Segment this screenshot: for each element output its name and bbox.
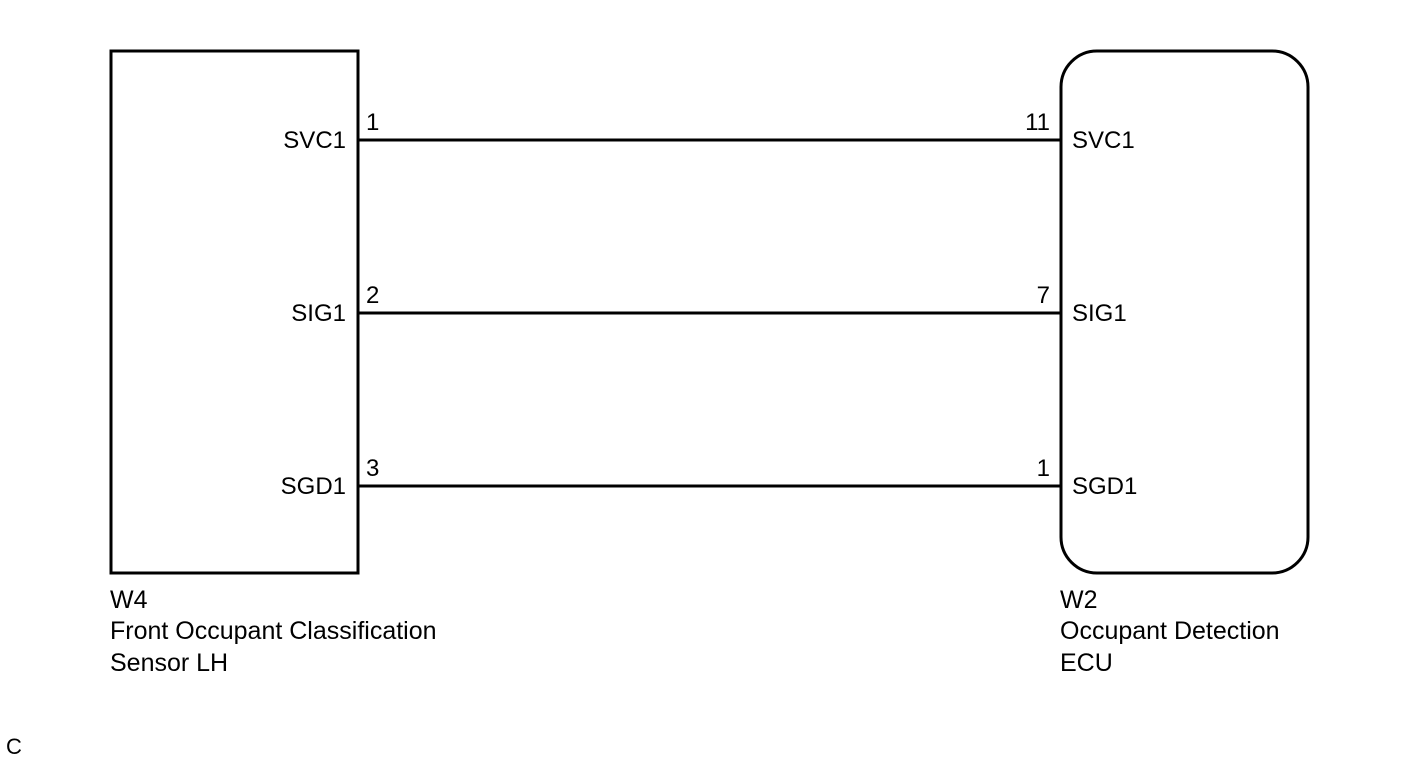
left-signal-label-sig1: SIG1 [291, 300, 346, 327]
right-component-id: W2 [1060, 586, 1098, 614]
right-pin-number-11: 11 [1025, 109, 1050, 136]
left-signal-label-svc1: SVC1 [283, 127, 346, 154]
right-component-name-line2: ECU [1060, 649, 1113, 677]
right-signal-label-sig1: SIG1 [1072, 300, 1127, 327]
right-signal-label-sgd1: SGD1 [1072, 473, 1137, 500]
right-signal-label-svc1: SVC1 [1072, 127, 1135, 154]
left-pin-number-3: 3 [366, 455, 379, 482]
left-component-name-line1: Front Occupant Classification [110, 617, 437, 645]
left-component-id: W4 [110, 586, 148, 614]
left-component-name-line2: Sensor LH [110, 649, 228, 677]
left-signal-label-sgd1: SGD1 [281, 473, 346, 500]
right-pin-number-1: 1 [1037, 455, 1050, 482]
left-pin-number-1: 1 [366, 109, 379, 136]
left-pin-number-2: 2 [366, 282, 379, 309]
right-pin-number-7: 7 [1037, 282, 1050, 309]
figure-code: C [6, 734, 22, 759]
right-component-name-line1: Occupant Detection [1060, 617, 1280, 645]
